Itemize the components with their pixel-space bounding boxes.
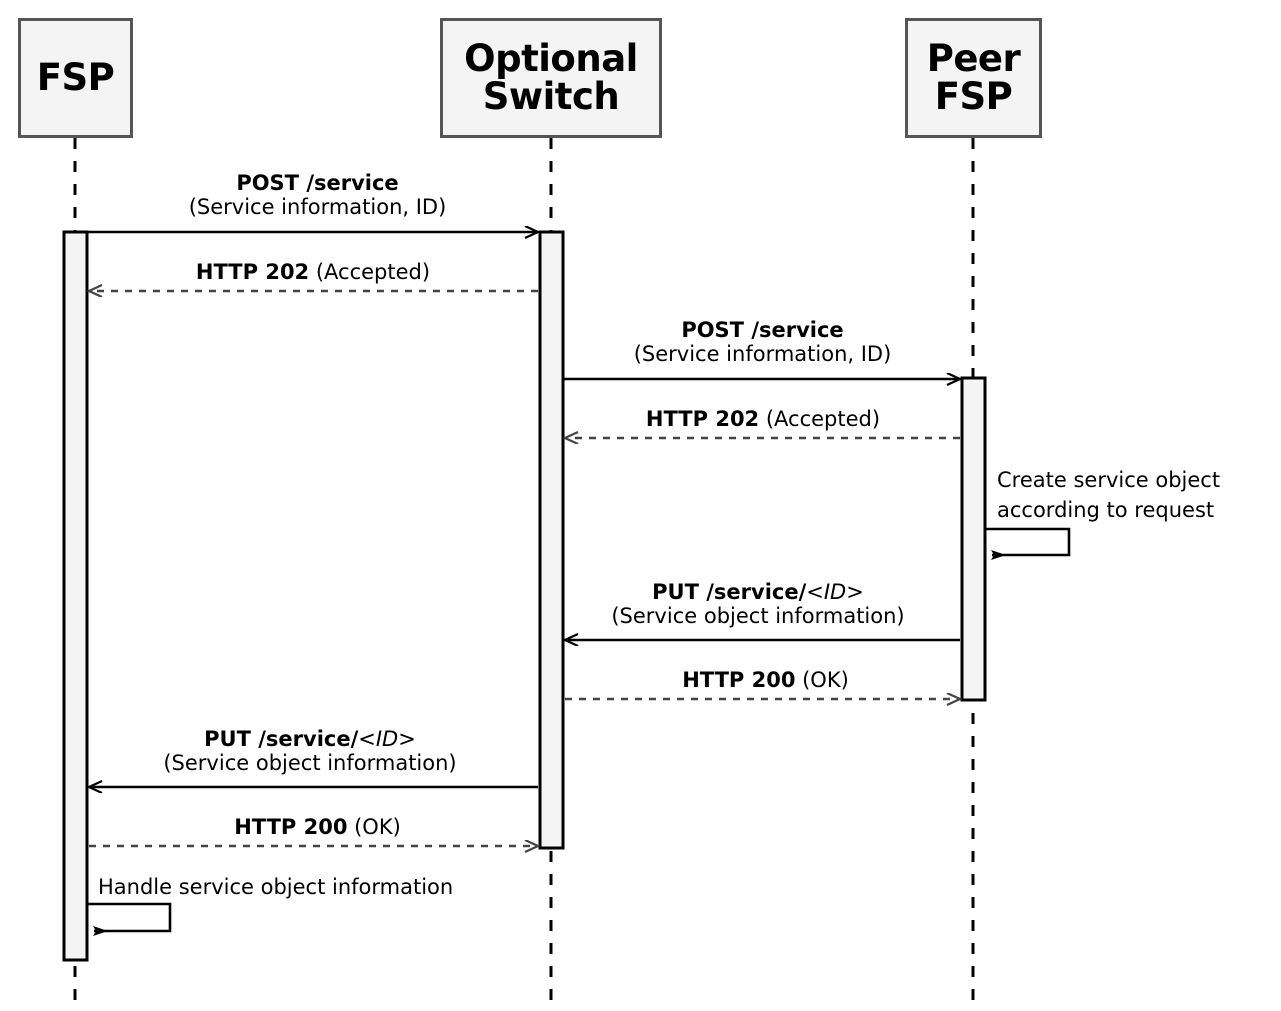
message-arrow-m10-self [87,902,172,936]
participant-fsp-label: FSP [36,55,115,99]
message-label-m4-rest: (Accepted) [759,407,881,431]
self-message-note-m5-line1: Create service object [997,468,1221,492]
message-label-m4-bold: HTTP 202 [645,407,760,431]
self-message-note-m10-line1: Handle service object information [98,875,454,899]
message-label-m1-line1: POST /service [236,171,399,195]
participant-peer-fsp-label-line1: Peer [926,36,1021,80]
message-label-m3: POST /service (Service information, ID) [600,318,925,367]
message-label-m3-line2: (Service information, ID) [633,342,892,367]
activation-bars [62,230,987,962]
participant-optional-switch-label: Optional Switch [464,36,638,118]
message-label-m3-line1: POST /service [681,318,844,342]
participant-optional-switch[interactable]: Optional Switch [440,18,662,138]
message-label-m6: PUT /service/<ID> (Service object inform… [578,580,938,629]
message-label-m7-bold: HTTP 200 [682,668,796,692]
participant-optional-switch-label-line1: Optional [464,36,638,80]
message-label-m2-bold: HTTP 202 [195,260,310,284]
self-message-note-m10: Handle service object information [98,873,453,903]
message-label-m9: HTTP 200 (OK) [215,815,420,839]
activation-switch [538,230,565,850]
message-label-m1: POST /service (Service information, ID) [155,171,480,220]
message-label-m9-bold: HTTP 200 [234,815,348,839]
activation-peer [960,376,987,702]
participant-optional-switch-label-line2: Switch [482,75,620,118]
message-arrow-m5-self [985,527,1071,560]
message-label-m7: HTTP 200 (OK) [663,668,868,692]
participant-peer-fsp-label: Peer FSP [926,36,1021,118]
message-label-m9-rest: (OK) [347,815,401,839]
message-label-m6-italic: <ID> [806,580,864,604]
activation-fsp [62,230,89,962]
message-label-m6-bold: PUT /service/ [652,580,807,604]
message-label-m7-rest: (OK) [795,668,849,692]
message-label-m8-bold: PUT /service/ [204,727,359,751]
message-arrows [87,232,1071,936]
message-label-m2-rest: (Accepted) [309,260,431,284]
participant-peer-fsp[interactable]: Peer FSP [905,18,1042,138]
message-label-m4: HTTP 202 (Accepted) [613,407,913,431]
message-label-m2: HTTP 202 (Accepted) [163,260,463,284]
participant-fsp[interactable]: FSP [18,18,133,138]
message-label-m1-line2: (Service information, ID) [188,195,447,220]
participant-peer-fsp-label-line2: FSP [934,75,1013,118]
self-message-note-m5-line2: according to request [997,497,1215,522]
message-label-m8-line2: (Service object information) [163,751,457,776]
self-message-note-m5: Create service object according to reque… [997,466,1220,526]
message-label-m8: PUT /service/<ID> (Service object inform… [130,727,490,776]
message-label-m8-italic: <ID> [358,727,416,751]
message-label-m6-line2: (Service object information) [611,604,905,629]
